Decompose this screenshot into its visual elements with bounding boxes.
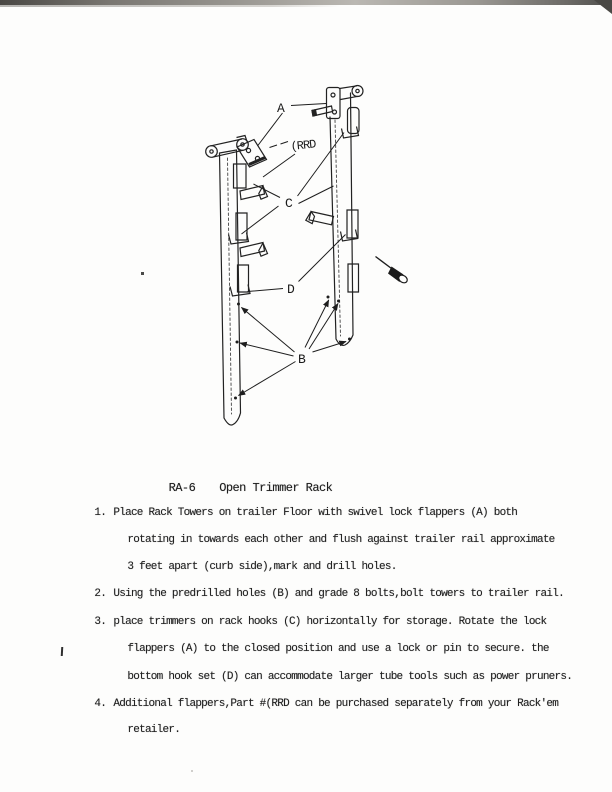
line-text: rotating in towards each other and flush…: [127, 534, 555, 546]
leader-b-arrow: [304, 299, 330, 348]
link-hole: [240, 142, 245, 147]
leader-b-arrow: [237, 361, 296, 396]
instruction-line: rotating in towards each other and flush…: [104, 522, 555, 558]
link-end: [205, 145, 218, 158]
left-swivel-flapper: [205, 134, 268, 168]
leader-d: [247, 234, 346, 292]
tower-edges: [218, 92, 354, 426]
line-text: Additional flappers,Part #(RRD can be pu…: [113, 698, 559, 710]
flapper-arm-tip: [311, 108, 318, 117]
line-text: Using the predrilled holes (B) and grade…: [113, 588, 564, 600]
instruction-line: 2. Using the predrilled holes (B) and gra…: [71, 576, 564, 612]
leader-c: [241, 132, 345, 235]
leader-b-arrow: [239, 341, 294, 357]
flapper-hole: [245, 147, 252, 154]
scan-speck: [141, 272, 144, 275]
hole: [235, 340, 239, 344]
line-text: place trimmers on rack hooks (C) horizon…: [113, 616, 547, 628]
line-text: Place Rack Towers on trailer Floor with …: [113, 507, 518, 519]
bracket-foot: [340, 126, 360, 139]
hole: [337, 299, 340, 303]
item-number: 3.: [94, 616, 107, 628]
instruction-line: 3 feet apart (curb side),mark and drill …: [104, 549, 397, 585]
link-end: [351, 84, 364, 98]
scanner-edge-band: [0, 0, 612, 5]
leader-a: [257, 103, 327, 147]
instruction-line: 4. Additional flappers,Part #(RRD can be …: [71, 686, 558, 722]
scanner-edge-band-shadow: [0, 5, 340, 7]
model-code: RA-6: [168, 481, 196, 495]
callout-label-rrd: (RRD: [290, 137, 317, 154]
flapper-edge-shade: [248, 156, 266, 166]
hole: [234, 396, 237, 400]
callout-label-a: A: [277, 101, 285, 116]
pivot-hole: [331, 109, 338, 115]
hole: [326, 295, 330, 299]
line-text: flappers (A) to the closed position and …: [127, 643, 549, 655]
leader-lines: [237, 103, 347, 396]
bolt-illustration: [375, 255, 408, 284]
item-number: 1.: [94, 507, 107, 519]
instruction-line: 1. Place Rack Towers on trailer Floor wit…: [71, 495, 517, 531]
link-hole: [209, 149, 214, 154]
right-swivel-flapper: [311, 84, 364, 139]
instruction-line: retailer.: [104, 712, 180, 748]
hook-bracket: [346, 106, 360, 135]
hole: [348, 337, 351, 341]
flapper-plate: [236, 138, 268, 168]
leader-b-arrow: [240, 307, 295, 353]
item-number: 4.: [94, 698, 107, 710]
callout-label-d: D: [287, 282, 295, 297]
pivot-plate: [325, 86, 341, 120]
hole: [237, 302, 240, 306]
instruction-line: 3. place trimmers on rack hooks (C) horiz…: [71, 604, 547, 640]
callout-label-c: C: [285, 196, 293, 211]
hook-arms: [239, 184, 335, 258]
leader-rrd: [262, 141, 296, 178]
title-text: Open Trimmer Rack: [219, 481, 333, 495]
line-text: bottom hook set (D) can accommodate larg…: [127, 671, 573, 683]
document-title: RA-6 Open Trimmer Rack: [142, 467, 333, 509]
predrilled-holes: [234, 295, 351, 400]
link-bar: [210, 134, 248, 158]
pivot-hole: [330, 92, 336, 98]
leader-b-arrow: [312, 340, 347, 353]
link-bar: [339, 85, 359, 101]
bolt-washer: [398, 274, 408, 284]
bolt-shaft: [375, 255, 394, 271]
callout-label-b: B: [298, 352, 306, 367]
line-text: 3 feet apart (curb side),mark and drill …: [127, 561, 397, 573]
mount-plates: [232, 163, 360, 293]
link-hole: [355, 88, 360, 94]
scan-speck: [191, 770, 193, 772]
item-number: 2.: [94, 588, 107, 600]
leader-b-arrow: [308, 302, 339, 350]
rack-towers: [218, 92, 354, 426]
instruction-line: bottom hook set (D) can accommodate larg…: [104, 659, 572, 695]
rack-hooks: [227, 163, 360, 297]
hook-feet: [227, 229, 359, 297]
instruction-line: flappers (A) to the closed position and …: [104, 631, 549, 667]
line-text: retailer.: [127, 724, 181, 736]
